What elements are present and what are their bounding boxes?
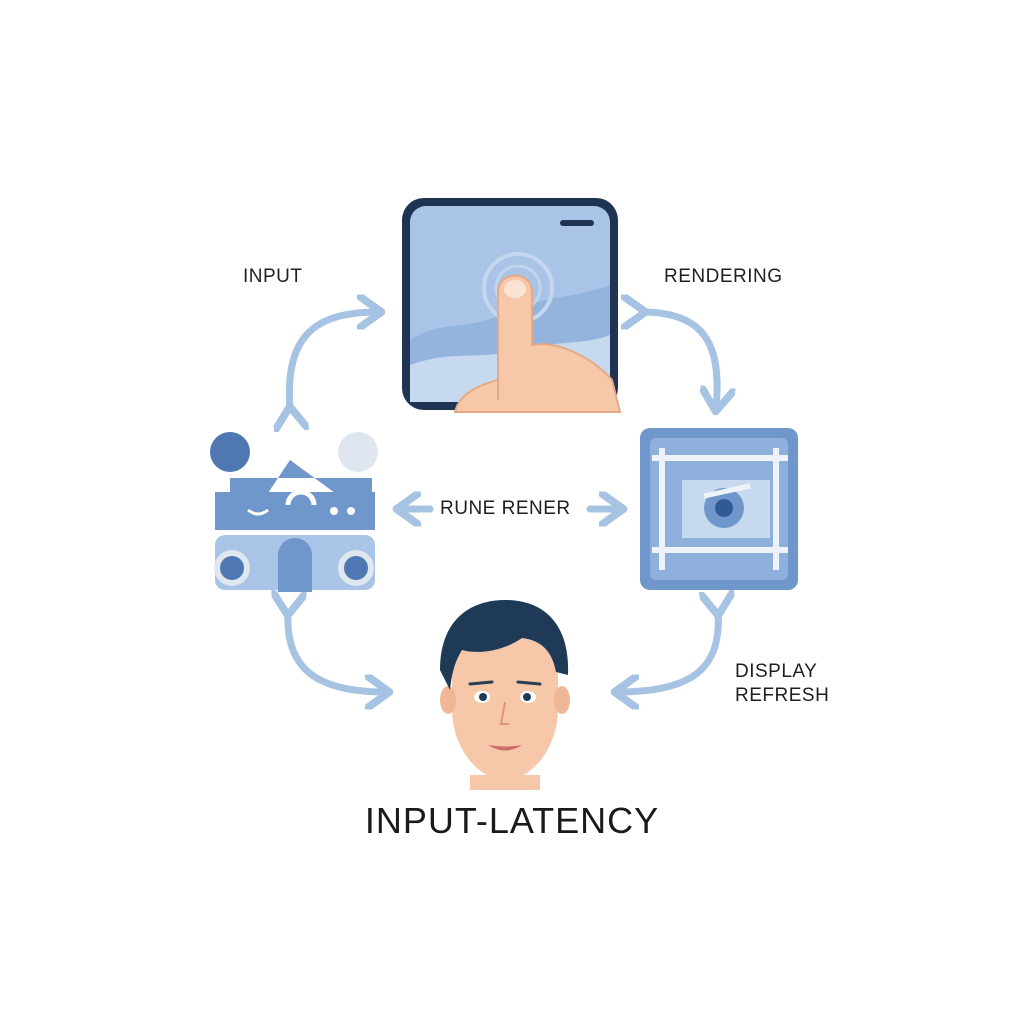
label-display-refresh: DISPLAY REFRESH: [735, 660, 875, 708]
label-center: RUNE RENER: [440, 498, 571, 519]
render-frame-icon: [640, 428, 798, 590]
arrow-touch-to-render: [642, 312, 717, 408]
touch-screen-icon: [402, 198, 622, 413]
user-face-icon: [440, 600, 570, 790]
arrow-device-to-user: [288, 612, 386, 692]
diagram-caption: INPUT-LATENCY: [364, 800, 660, 841]
label-display-line2: REFRESH: [735, 685, 830, 706]
label-rendering: RENDERING: [664, 266, 783, 287]
input-device-icon: [210, 432, 378, 592]
label-input: INPUT: [243, 266, 303, 287]
cycle-arrows: [288, 312, 719, 692]
arrow-render-to-user: [618, 612, 718, 692]
arrow-input-to-touch: [289, 312, 378, 410]
label-display-line1: DISPLAY: [735, 661, 818, 682]
